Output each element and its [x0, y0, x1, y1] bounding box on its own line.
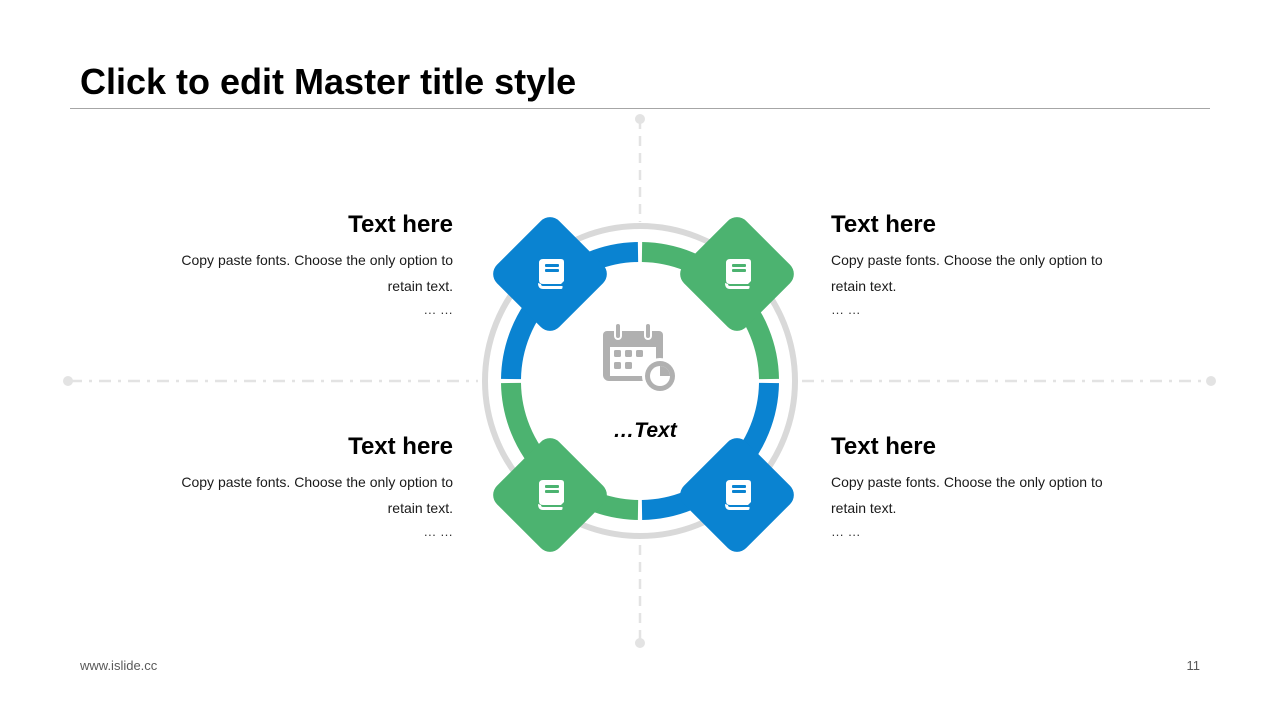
node-bottom-left [493, 438, 607, 552]
block-heading: Text here [348, 211, 453, 238]
outer-ring [482, 223, 798, 539]
footer-url: www.islide.cc [80, 658, 158, 673]
slide-title: Click to edit Master title style [80, 61, 577, 102]
node-top-right [680, 217, 794, 331]
page-number: 11 [1186, 658, 1201, 673]
node-top-left [493, 217, 607, 331]
text-block-top-right: Text here Copy paste fonts. Choose the o… [831, 210, 1121, 319]
block-heading: Text here [348, 433, 453, 460]
block-body: Copy paste fonts. Choose the only option… [181, 474, 453, 516]
block-body: Copy paste fonts. Choose the only option… [831, 252, 1103, 294]
block-ellipsis: … … [831, 524, 861, 539]
text-block-bottom-right: Text here Copy paste fonts. Choose the o… [831, 432, 1121, 541]
text-block-top-left: Text here Copy paste fonts. Choose the o… [163, 210, 453, 319]
title-divider [70, 108, 1210, 109]
block-body: Copy paste fonts. Choose the only option… [181, 252, 453, 294]
text-block-bottom-left: Text here Copy paste fonts. Choose the o… [163, 432, 453, 541]
block-heading: Text here [831, 433, 936, 460]
block-heading: Text here [831, 211, 936, 238]
block-ellipsis: … … [831, 302, 861, 317]
node-bottom-right [680, 438, 794, 552]
center-label: …Text [613, 419, 677, 442]
guide-lines [63, 114, 1216, 648]
block-ellipsis: … … [423, 524, 453, 539]
block-ellipsis: … … [423, 302, 453, 317]
block-body: Copy paste fonts. Choose the only option… [831, 474, 1103, 516]
calendar-clock-icon [603, 322, 678, 394]
